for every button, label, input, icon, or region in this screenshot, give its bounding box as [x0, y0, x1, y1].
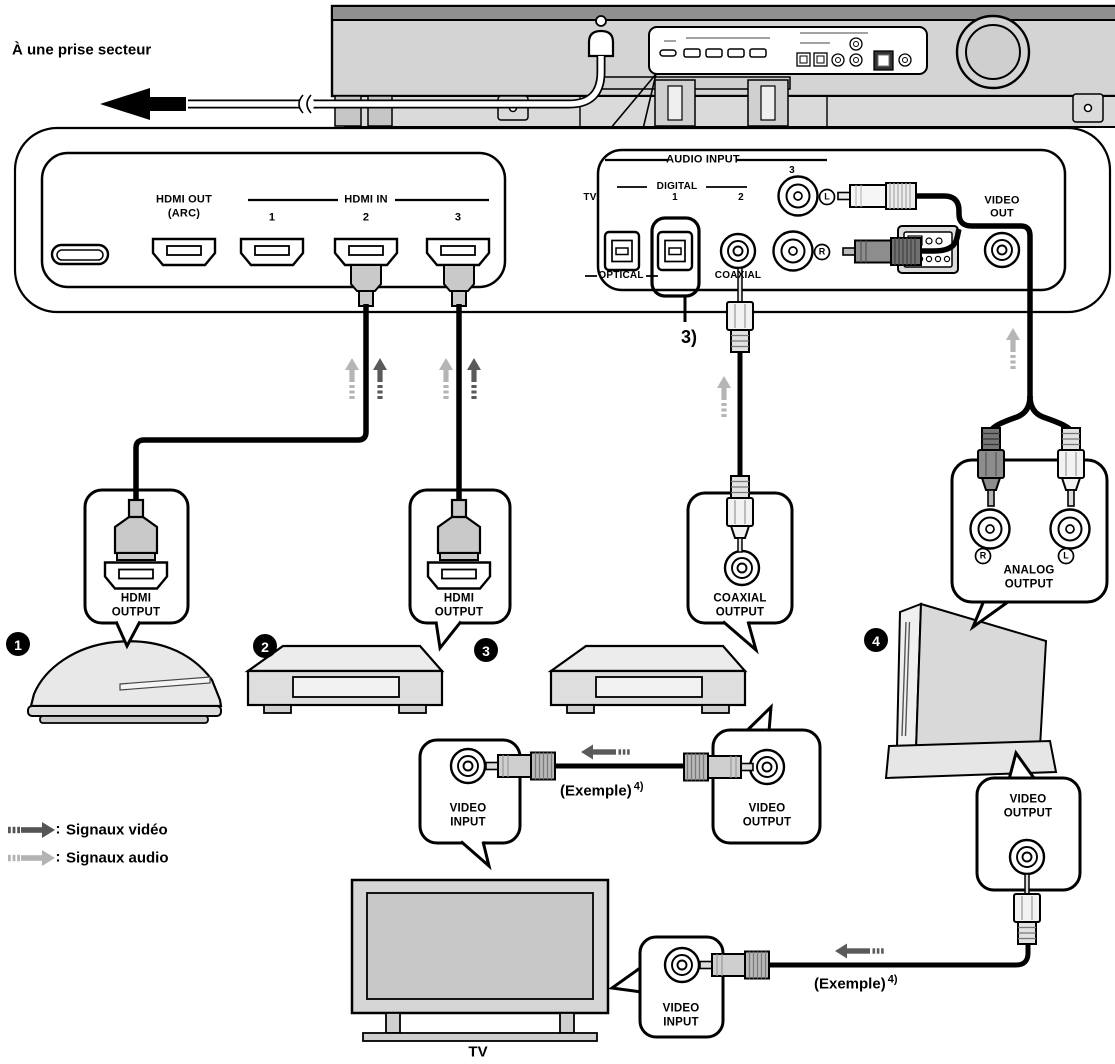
- video-out-port-icon: [983, 231, 1021, 269]
- callout-hdmi2-label-1: HDMI: [443, 592, 475, 605]
- hdmi-in-2-port-icon: [333, 237, 399, 267]
- analog-r-jack-icon: [772, 230, 814, 272]
- hdmi-in-3-port-icon: [425, 237, 491, 267]
- coaxial-label: COAXIAL: [714, 270, 762, 281]
- audio-signal-arrow-icon: [439, 358, 453, 399]
- callout-videoin-mid-label-2: INPUT: [450, 816, 486, 829]
- device-2-player: [244, 644, 445, 714]
- soundbar-rear-illustration: [100, 4, 1115, 130]
- tv-illustration: [350, 878, 610, 1042]
- audio-signal-arrow-icon: [1006, 328, 1020, 369]
- rear-panel-mini: [648, 26, 928, 75]
- device-3-player: [547, 644, 748, 714]
- hdmi-out-arc-label: (ARC): [167, 207, 201, 220]
- badge-4-icon: [864, 628, 888, 652]
- legend-video-arrow-icon: [8, 822, 55, 838]
- zoom-callout-lines: [609, 73, 657, 130]
- example-note-bottom: (Exemple)4): [814, 973, 898, 993]
- callout-hdmi1-label-2: OUTPUT: [111, 606, 161, 619]
- video-out-label-1: VIDEO: [984, 194, 1020, 207]
- callout-videoin-tv-label-2: INPUT: [663, 1016, 699, 1029]
- legend-audio-label: Signaux audio: [66, 849, 169, 867]
- callout-videoin-mid-label-1: VIDEO: [449, 802, 487, 815]
- callout-hdmi2-label-2: OUTPUT: [434, 606, 484, 619]
- wii-video-cable: [699, 873, 1041, 980]
- callout-analog-label-1: ANALOG: [1003, 564, 1055, 577]
- optical-label: OPTICAL: [598, 270, 644, 281]
- example-note-mid: (Exemple)4): [560, 780, 644, 800]
- hdmi-in-label: HDMI IN: [344, 193, 388, 206]
- hdmi-cables: [103, 264, 492, 590]
- legend-video-label: Signaux vidéo: [66, 821, 168, 839]
- badge-4-label: 4: [872, 633, 880, 649]
- digital-label: DIGITAL: [656, 181, 698, 192]
- jack-r-label: R: [818, 246, 826, 257]
- optical-digital1-port-icon: [656, 230, 694, 272]
- device-1-console: [27, 640, 223, 724]
- legend-colon-audio: :: [55, 848, 61, 866]
- callout-videoout-wii-label-2: OUTPUT: [1003, 807, 1053, 820]
- digital-1-label: 1: [672, 192, 678, 203]
- legend-audio-arrow-icon: [8, 850, 55, 866]
- video-signal-arrow-icon: [467, 358, 481, 399]
- digital-tv-label: TV: [583, 192, 597, 203]
- callout-coaxial-label-1: COAXIAL: [713, 592, 767, 605]
- video-signal-arrow-icon: [373, 358, 387, 399]
- power-cord: [100, 15, 615, 120]
- hdmi-panel: [40, 151, 507, 289]
- video-out-label-2: OUT: [990, 207, 1014, 220]
- badge-1-icon: [6, 632, 30, 656]
- keyhole-icon: [1083, 103, 1093, 113]
- video-signal-arrow-icon: [581, 744, 630, 760]
- coaxial-cable: [726, 267, 754, 553]
- hdmi-out-arc-port-icon: [151, 237, 217, 267]
- callout-videoout-wii-label-1: VIDEO: [1009, 793, 1047, 806]
- analog-l-jack-icon: [777, 175, 819, 217]
- cable-break-icon: [298, 94, 312, 114]
- mid-video-cable: [485, 751, 754, 782]
- analog-audio-cable: [837, 182, 1085, 507]
- audio-signal-arrow-icon: [717, 376, 731, 417]
- audio-input-label: AUDIO INPUT: [666, 153, 740, 166]
- footnote-3: 3): [680, 327, 698, 347]
- optical-tv-port-icon: [603, 230, 641, 272]
- to-outlet-arrow-icon: [100, 88, 186, 120]
- analog-3-label: 3: [789, 165, 795, 176]
- badge-3-icon: [474, 638, 498, 662]
- coaxial-port-icon: [719, 232, 757, 270]
- hdmi-in-3-label: 3: [454, 211, 462, 224]
- badge-1-label: 1: [14, 637, 22, 653]
- video-signal-arrow-icon: [835, 943, 884, 959]
- callout-hdmi1-label-1: HDMI: [120, 592, 152, 605]
- callout-analog-r-label: R: [979, 550, 987, 561]
- hdmi-in-1-label: 1: [268, 211, 276, 224]
- audio-signal-arrow-icon: [345, 358, 359, 399]
- legend-colon-video: :: [55, 820, 61, 838]
- digital-2-label: 2: [738, 192, 744, 203]
- callout-analog-l-label: L: [1063, 550, 1069, 561]
- jack-l-label: L: [824, 191, 830, 202]
- callout-analog-label-2: OUTPUT: [1004, 578, 1054, 591]
- hdmi-in-2-label: 2: [362, 211, 370, 224]
- callout-coaxial-label-2: OUTPUT: [715, 606, 765, 619]
- badge-3-label: 3: [482, 643, 490, 659]
- callout-videoout-mid-label-1: VIDEO: [748, 802, 786, 815]
- callout-videoin-tv-label-1: VIDEO: [662, 1002, 700, 1015]
- hdmi-out-label: HDMI OUT: [156, 193, 212, 206]
- badge-2-icon: [253, 634, 277, 658]
- power-outlet-label: À une prise secteur: [12, 41, 152, 59]
- callout-video-output-wii: [975, 749, 1082, 892]
- digital1-highlight-ring: [650, 216, 701, 298]
- callout-analog-output: [950, 458, 1109, 632]
- tv-label: TV: [468, 1043, 488, 1061]
- callout-videoout-mid-label-2: OUTPUT: [742, 816, 792, 829]
- hdmi-in-1-port-icon: [239, 237, 305, 267]
- badge-2-label: 2: [261, 639, 269, 655]
